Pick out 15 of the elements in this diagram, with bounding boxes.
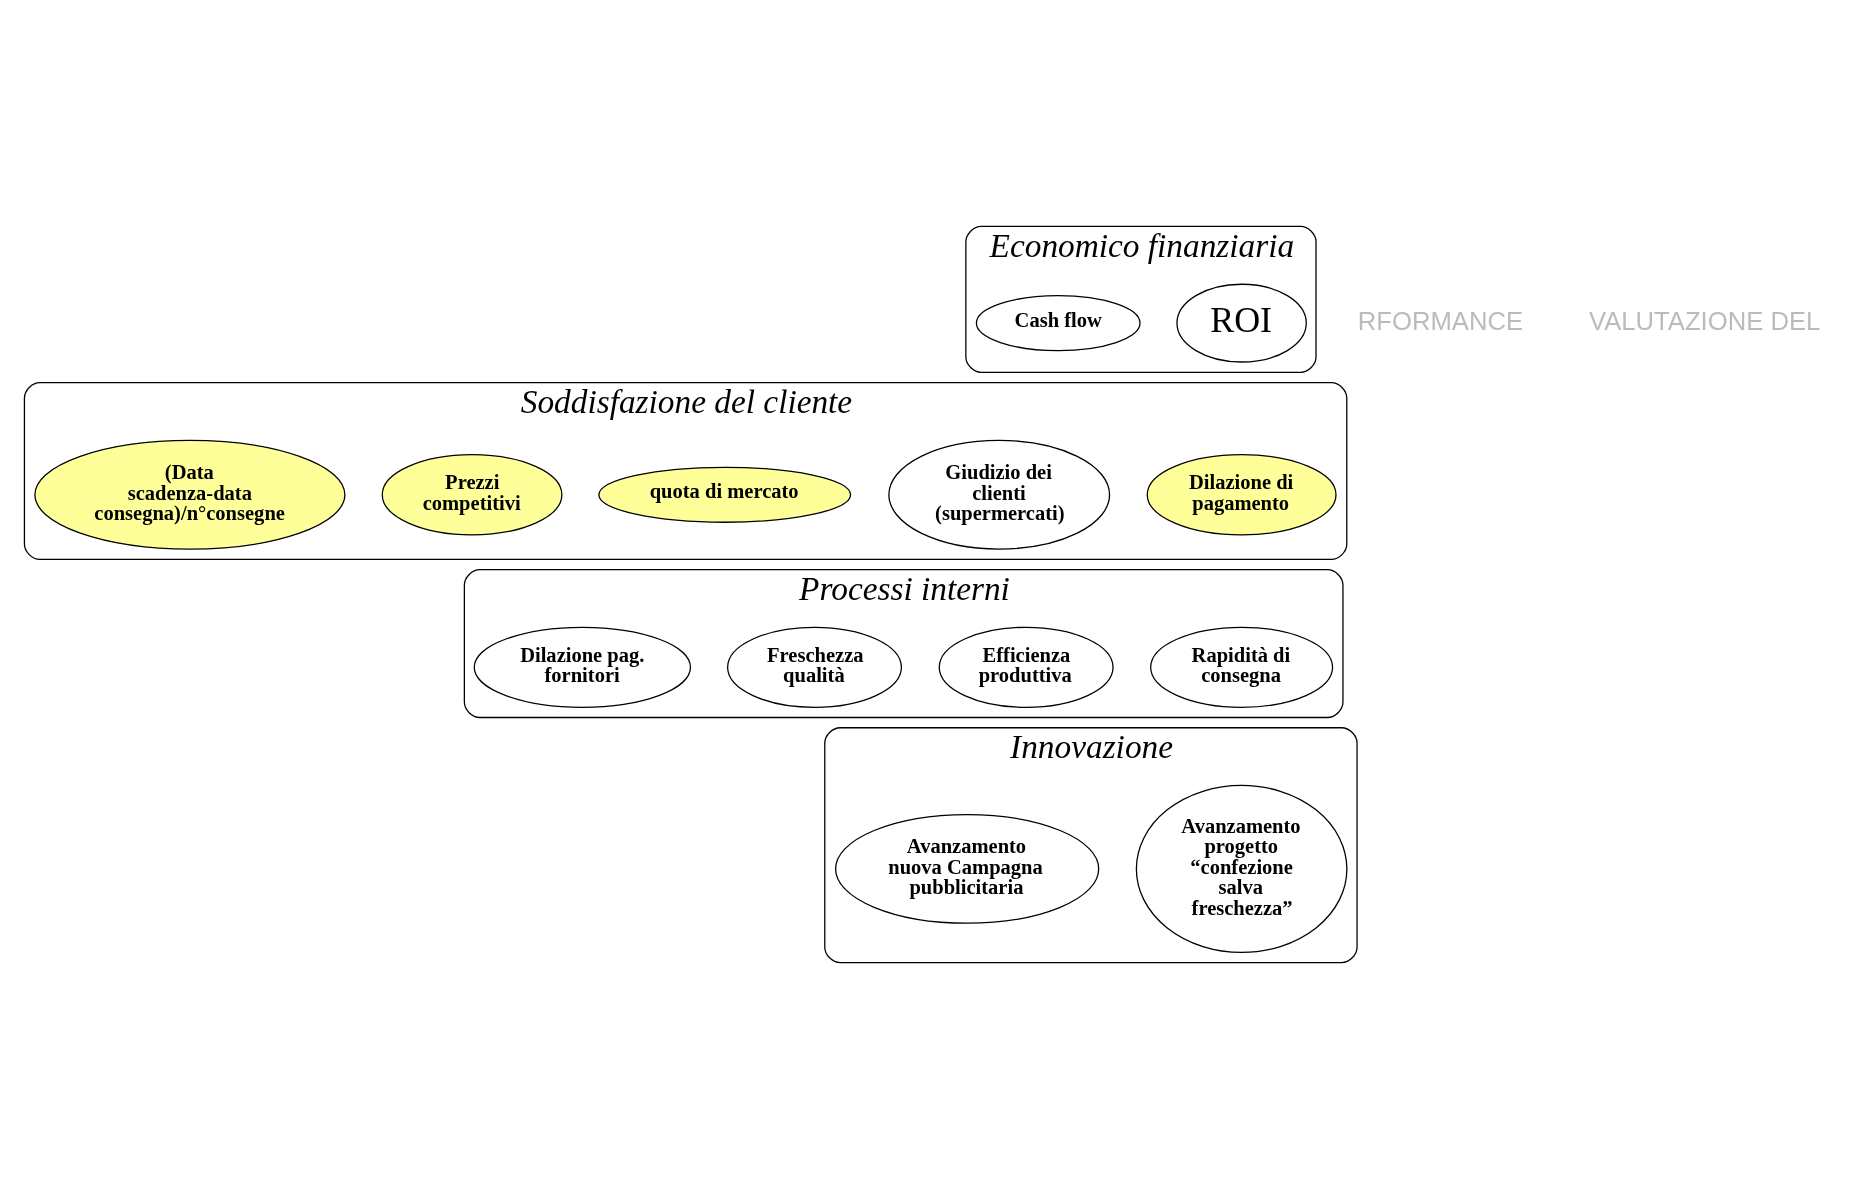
node-ellipse: Avanzamento progetto “confezione salva freschezza” bbox=[1135, 784, 1348, 954]
node-ellipse: Freschezza qualità bbox=[726, 626, 903, 708]
node-ellipse: Dilazione di pagamento bbox=[1146, 454, 1337, 536]
node-ellipse: ROI bbox=[1176, 283, 1307, 363]
label: VALUTAZIONE DEL bbox=[1589, 306, 1821, 335]
node-ellipse: (Data scadenza-data consegna)/n°consegne bbox=[34, 439, 346, 550]
node-ellipse: Efficienza produttiva bbox=[938, 626, 1114, 708]
node-ellipse: Rapidità di consegna bbox=[1150, 626, 1334, 708]
label: RFORMANCE bbox=[1357, 306, 1524, 335]
node-ellipse: Prezzi competitivi bbox=[381, 454, 563, 536]
node-ellipse: Dilazione pag. fornitori bbox=[473, 626, 692, 708]
node-ellipse: Avanzamento nuova Campagna pubblicitaria bbox=[834, 813, 1100, 924]
node-ellipse: Giudizio dei clienti (supermercati) bbox=[888, 439, 1111, 550]
node-ellipse: quota di mercato bbox=[598, 466, 852, 523]
node-ellipse: Cash flow bbox=[975, 295, 1141, 352]
